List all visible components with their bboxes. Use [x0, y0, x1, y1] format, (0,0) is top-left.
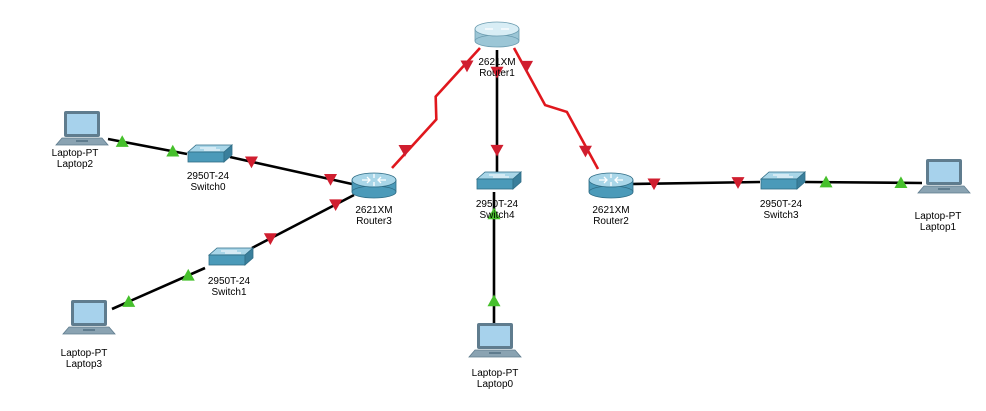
router-icon: [351, 172, 397, 199]
switch4-device[interactable]: [475, 171, 523, 190]
status-marker-router3: [398, 145, 412, 157]
switch-icon: [186, 144, 234, 163]
laptop3-model: Laptop-PT: [60, 348, 108, 359]
status-marker-switch0: [244, 156, 258, 169]
laptop0-model: Laptop-PT: [471, 368, 519, 379]
switch4-model: 2950T-24: [475, 199, 519, 210]
switch3-label: 2950T-24 Switch3: [760, 199, 802, 221]
laptop1-name: Laptop1: [919, 222, 957, 233]
status-marker-switch1: [181, 268, 195, 281]
laptop2-device[interactable]: [55, 111, 109, 146]
status-marker-laptop0: [487, 294, 501, 307]
switch0-label: 2950T-24 Switch0: [187, 171, 229, 193]
status-marker-router3: [324, 174, 338, 186]
status-marker-switch0: [166, 144, 180, 157]
status-marker-switch3: [731, 177, 745, 189]
status-marker-router1: [490, 66, 504, 79]
router-icon: [474, 21, 520, 48]
switch-icon: [475, 171, 523, 190]
status-marker-laptop3: [122, 295, 136, 307]
serial-link-line: [391, 47, 481, 169]
router3-device[interactable]: [351, 172, 397, 199]
switch0-name: Switch0: [190, 182, 226, 193]
switch-icon: [759, 171, 807, 190]
router2-label: 2621XM Router2: [592, 205, 629, 227]
status-marker-router2: [647, 178, 661, 191]
switch4-label: 2950T-24 Switch4: [476, 199, 518, 221]
laptop2-model: Laptop-PT: [51, 148, 99, 159]
laptop-icon: [55, 111, 109, 146]
status-marker-switch4: [487, 207, 501, 220]
laptop3-label: Laptop-PT Laptop3: [61, 348, 108, 370]
router3-name: Router3: [356, 216, 392, 227]
laptop0-device[interactable]: [468, 323, 522, 358]
laptop3-device[interactable]: [62, 300, 116, 335]
router2-name: Router2: [593, 216, 629, 227]
status-marker-switch4: [490, 144, 504, 157]
switch3-model: 2950T-24: [759, 199, 803, 210]
status-marker-switch3: [819, 175, 833, 188]
switch3-name: Switch3: [763, 210, 799, 221]
status-marker-router1: [520, 60, 534, 73]
laptop1-label: Laptop-PT Laptop1: [915, 211, 962, 233]
laptop-icon: [917, 159, 971, 194]
serial-link-line: [512, 47, 600, 170]
status-marker-router3: [329, 199, 343, 212]
router1-name: Router1: [479, 68, 515, 79]
link-status-markers: [115, 60, 908, 307]
status-marker-laptop1: [894, 176, 908, 189]
laptop3-name: Laptop3: [65, 359, 103, 370]
router1-label: 2621XM Router1: [478, 57, 515, 79]
laptop2-label: Laptop-PT Laptop2: [52, 148, 99, 170]
laptop1-device[interactable]: [917, 159, 971, 194]
laptop-icon: [468, 323, 522, 358]
switch1-device[interactable]: [207, 247, 255, 266]
laptop-icon: [62, 300, 116, 335]
status-marker-router2: [578, 145, 592, 158]
switch1-name: Switch1: [211, 287, 247, 298]
router3-label: 2621XM Router3: [355, 205, 392, 227]
status-marker-router1: [460, 60, 474, 73]
router1-model: 2621XM: [478, 57, 516, 68]
laptop0-label: Laptop-PT Laptop0: [472, 368, 519, 390]
laptop0-name: Laptop0: [476, 379, 514, 390]
router2-device[interactable]: [588, 172, 634, 199]
devices-layer: [55, 21, 971, 358]
switch0-device[interactable]: [186, 144, 234, 163]
router-icon: [588, 172, 634, 199]
switch3-device[interactable]: [759, 171, 807, 190]
switch-icon: [207, 247, 255, 266]
router3-model: 2621XM: [355, 205, 393, 216]
switch1-model: 2950T-24: [207, 276, 251, 287]
switch4-name: Switch4: [479, 210, 515, 221]
switch1-label: 2950T-24 Switch1: [208, 276, 250, 298]
laptop2-name: Laptop2: [56, 159, 94, 170]
laptop1-model: Laptop-PT: [914, 211, 962, 222]
link-router3-router1[interactable]: [391, 47, 481, 169]
status-marker-laptop2: [115, 135, 129, 147]
link-router1-router2[interactable]: [512, 47, 600, 170]
status-marker-switch1: [263, 233, 277, 245]
switch0-model: 2950T-24: [186, 171, 230, 182]
router1-device[interactable]: [474, 21, 520, 48]
router2-model: 2621XM: [592, 205, 630, 216]
